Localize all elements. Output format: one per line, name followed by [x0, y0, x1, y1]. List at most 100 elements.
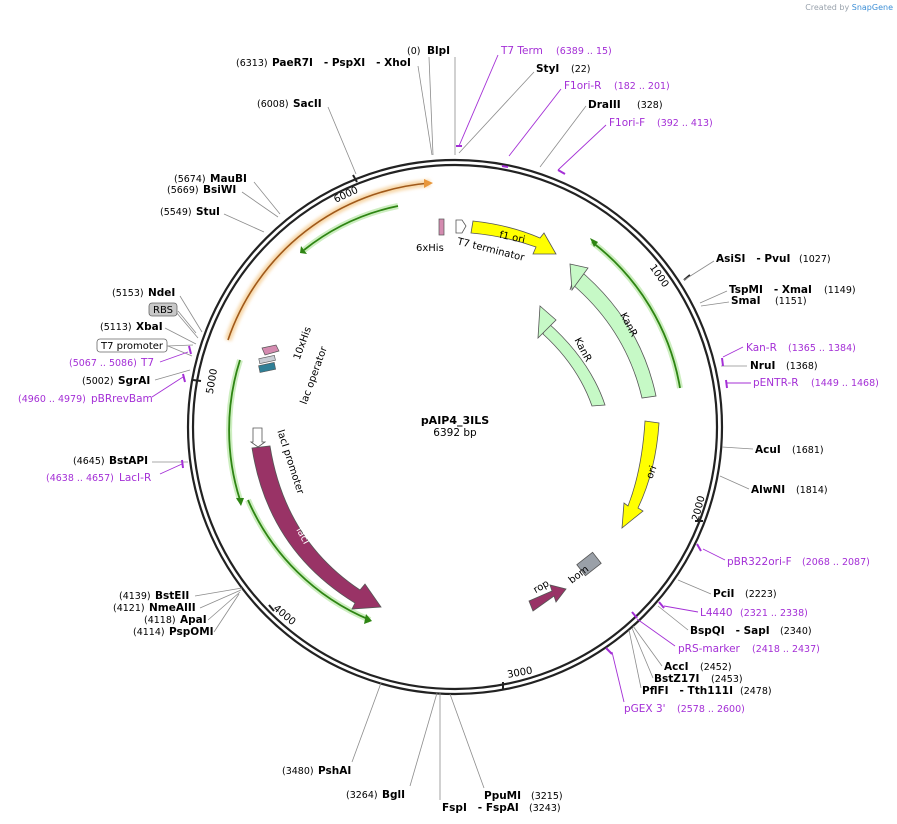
- primer-pbr322ori-f[interactable]: pBR322ori-F (2068 .. 2087): [727, 556, 870, 568]
- svg-text:(182 .. 201): (182 .. 201): [614, 81, 670, 92]
- feature-kanr-inner[interactable]: KanR: [537, 305, 606, 407]
- enzyme-tspmi-xmai[interactable]: TspMI - XmaI (1149): [729, 284, 856, 296]
- green-arc-right: [590, 238, 683, 389]
- primer-f1ori-r[interactable]: F1ori-R (182 .. 201): [564, 80, 670, 92]
- his6-label: 6xHis: [416, 243, 444, 254]
- primer-laci-r[interactable]: (4638 .. 4657) LacI-R: [46, 472, 151, 484]
- svg-text:(4638 .. 4657): (4638 .. 4657): [46, 473, 114, 484]
- primer-t7-term[interactable]: T7 Term (6389 .. 15): [500, 45, 612, 57]
- primer-pentr-r[interactable]: pENTR-R (1449 .. 1468): [753, 377, 879, 389]
- enzyme-pspomi[interactable]: (4114) PspOMI: [133, 626, 214, 638]
- enzyme-stui[interactable]: (5549) StuI: [160, 206, 220, 218]
- enzyme-bstapi[interactable]: (4645) BstAPI: [73, 455, 148, 467]
- enzyme-acui[interactable]: AcuI (1681): [755, 444, 824, 456]
- enzyme-pshai[interactable]: (3480) PshAI: [282, 765, 351, 777]
- svg-text:AlwNI: AlwNI: [751, 484, 785, 496]
- primer-l4440[interactable]: L4440 (2321 .. 2338): [700, 607, 808, 619]
- svg-text:(328): (328): [637, 100, 663, 111]
- enzyme-ppumi[interactable]: PpuMI (3215): [484, 790, 563, 802]
- orf-arc-6000: [224, 179, 433, 342]
- enzyme-blpi[interactable]: (0) BlpI: [407, 45, 450, 57]
- enzyme-bspqi-sapi[interactable]: BspQI - SapI (2340): [690, 625, 812, 637]
- svg-text:PpuMI: PpuMI: [484, 790, 521, 802]
- enzyme-sacii[interactable]: (6008) SacII: [257, 98, 322, 110]
- svg-text:(3480): (3480): [282, 766, 314, 777]
- svg-text:(5002): (5002): [82, 376, 114, 387]
- primer-pbrrevbam[interactable]: (4960 .. 4979) pBRrevBam: [18, 393, 153, 405]
- green-arc-upper-left: [300, 203, 399, 254]
- primer-pgex-3[interactable]: pGEX 3' (2578 .. 2600): [624, 703, 745, 715]
- svg-text:XbaI: XbaI: [136, 321, 163, 333]
- svg-text:BstAPI: BstAPI: [109, 455, 148, 467]
- primer-f1ori-f[interactable]: F1ori-F (392 .. 413): [609, 117, 713, 129]
- primer-t7[interactable]: (5067 .. 5086) T7: [69, 357, 154, 369]
- svg-text:(3264): (3264): [346, 790, 378, 801]
- svg-text:(2478): (2478): [740, 686, 772, 697]
- enzyme-sgrai[interactable]: (5002) SgrAI: [82, 375, 150, 387]
- svg-text:pBR322ori-F: pBR322ori-F: [727, 556, 792, 568]
- primer-prs-marker[interactable]: pRS-marker (2418 .. 2437): [678, 643, 820, 655]
- enzyme-maubi[interactable]: (5674) MauBI: [174, 173, 247, 185]
- enzyme-alwni[interactable]: AlwNI (1814): [751, 484, 828, 496]
- enzyme-nrui[interactable]: NruI (1368): [750, 360, 818, 372]
- enzyme-bsteii[interactable]: (4139) BstEII: [119, 590, 189, 602]
- svg-text:DraIII: DraIII: [588, 99, 621, 111]
- enzyme-asisi-pvui[interactable]: AsiSI - PvuI (1027): [716, 253, 831, 265]
- svg-text:SmaI: SmaI: [731, 295, 761, 307]
- enzyme-draiii[interactable]: DraIII (328): [588, 99, 663, 111]
- svg-text:pENTR-R: pENTR-R: [753, 377, 799, 389]
- svg-text:(2068 .. 2087): (2068 .. 2087): [802, 557, 870, 568]
- his10-label: 10xHis: [292, 326, 314, 362]
- svg-text:PaeR7I - PspXI - XhoI: PaeR7I - PspXI - XhoI: [272, 57, 411, 69]
- svg-text:(4114): (4114): [133, 627, 165, 638]
- enzyme-bgli[interactable]: (3264) BglI: [346, 789, 405, 801]
- primer-labels: T7 Term (6389 .. 15) F1ori-R (182 .. 201…: [18, 45, 879, 715]
- f1-ori-label: f1 ori: [498, 230, 526, 246]
- enzyme-acci[interactable]: AccI (2452): [664, 661, 732, 673]
- primer-kan-r[interactable]: Kan-R (1365 .. 1384): [746, 342, 856, 354]
- svg-text:(5669): (5669): [167, 185, 199, 196]
- enzyme-pcii[interactable]: PciI (2223): [713, 588, 777, 600]
- enzyme-xbai[interactable]: (5113) XbaI: [100, 321, 163, 333]
- svg-text:(5549): (5549): [160, 207, 192, 218]
- enzyme-apai[interactable]: (4118) ApaI: [144, 614, 207, 626]
- feature-10xhis[interactable]: 10xHis: [261, 326, 314, 362]
- enzyme-styi[interactable]: StyI (22): [536, 63, 591, 75]
- t7-promoter-label-box[interactable]: T7 promoter: [96, 338, 168, 353]
- svg-text:(1814): (1814): [796, 485, 828, 496]
- enzyme-bstz17i[interactable]: BstZ17I (2453): [654, 673, 743, 685]
- svg-text:(2223): (2223): [745, 589, 777, 600]
- feature-rop[interactable]: rop: [528, 578, 567, 612]
- svg-text:(1368): (1368): [786, 361, 818, 372]
- feature-ori[interactable]: ori: [621, 420, 660, 529]
- svg-text:(392 .. 413): (392 .. 413): [657, 118, 713, 129]
- svg-text:NmeAIII: NmeAIII: [149, 602, 196, 614]
- enzyme-paer7i-pspxi-xhoi[interactable]: (6313) PaeR7I - PspXI - XhoI: [236, 57, 411, 69]
- feature-bom[interactable]: bom: [567, 551, 602, 586]
- feature-f1-ori[interactable]: f1 ori: [470, 220, 557, 255]
- svg-text:RBS: RBS: [153, 305, 173, 316]
- svg-text:(5674): (5674): [174, 174, 206, 185]
- svg-text:(2578 .. 2600): (2578 .. 2600): [677, 704, 745, 715]
- enzyme-pflfi-tth111i[interactable]: PflFI - Tth111I (2478): [642, 685, 772, 697]
- enzyme-fspi-fspai[interactable]: FspI - FspAI (3243): [442, 802, 561, 814]
- svg-text:pGEX 3': pGEX 3': [624, 703, 666, 715]
- feature-laci[interactable]: lacI: [251, 445, 382, 610]
- svg-text:(6008): (6008): [257, 99, 289, 110]
- svg-text:(2321 .. 2338): (2321 .. 2338): [740, 608, 808, 619]
- svg-text:BstZ17I: BstZ17I: [654, 673, 699, 685]
- svg-text:AcuI: AcuI: [755, 444, 781, 456]
- svg-text:StyI: StyI: [536, 63, 559, 75]
- enzyme-nmeaiii[interactable]: (4121) NmeAIII: [113, 602, 196, 614]
- feature-6xhis[interactable]: 6xHis: [416, 218, 445, 254]
- svg-text:T7: T7: [140, 357, 154, 369]
- tick-label-1000: 1000: [647, 263, 671, 290]
- svg-text:BsiWI: BsiWI: [203, 184, 236, 196]
- enzyme-ndei[interactable]: (5153) NdeI: [112, 287, 175, 299]
- svg-text:(1681): (1681): [792, 445, 824, 456]
- svg-text:(4121): (4121): [113, 603, 145, 614]
- enzyme-smai[interactable]: SmaI (1151): [731, 295, 807, 307]
- enzyme-bsiwi[interactable]: (5669) BsiWI: [167, 184, 236, 196]
- rbs-label-box[interactable]: RBS: [148, 302, 178, 317]
- svg-text:BspQI - SapI: BspQI - SapI: [690, 625, 770, 637]
